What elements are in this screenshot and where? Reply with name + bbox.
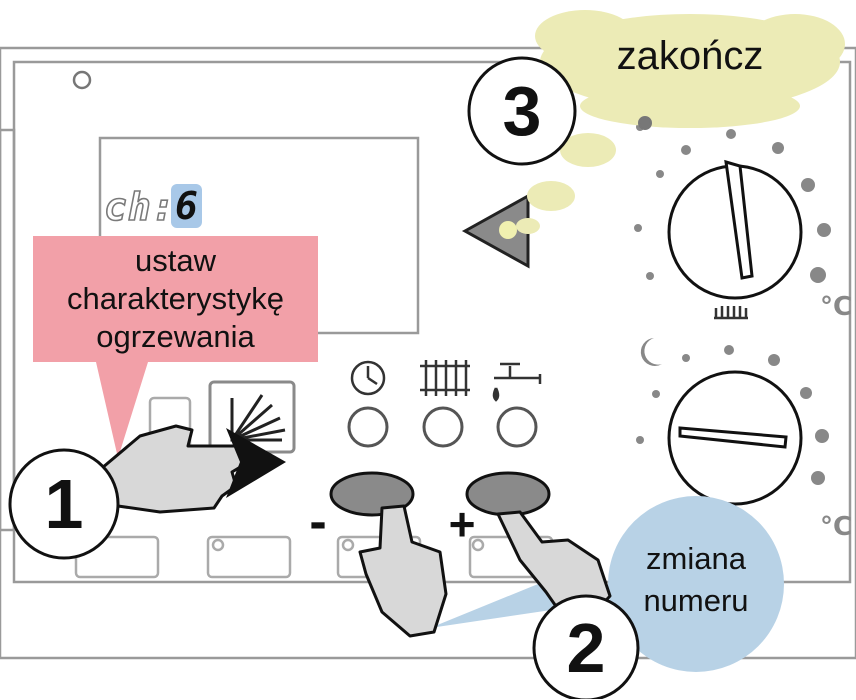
dial-unit-top: °C — [820, 292, 853, 322]
back-arrow-icon — [461, 193, 530, 269]
sun-icon — [638, 116, 652, 130]
panel-screw-hole — [72, 70, 92, 90]
step1-callout-bubble — [33, 236, 318, 458]
clock-icon — [350, 360, 386, 396]
step3-callout-text: zakończ — [616, 33, 764, 78]
lcd-value: 6 — [171, 184, 202, 228]
step1-number: 1 — [44, 465, 84, 543]
step2-number-circle — [532, 594, 640, 699]
radiator-small-icon — [714, 306, 748, 320]
step1-text-line-1: ustaw — [135, 243, 216, 278]
step3-number-circle — [467, 56, 577, 166]
step1-number-circle — [8, 448, 120, 560]
plus-label: + — [448, 498, 476, 550]
step2-callout-bubble — [608, 496, 784, 672]
step1-callout-text: ustaw charakterystykę ogrzewania — [33, 236, 318, 362]
step3-cloud-bubble — [516, 10, 845, 234]
dial-unit-bottom: °C — [820, 512, 853, 542]
step3-number: 3 — [502, 72, 542, 150]
dial-pointer-top — [724, 159, 754, 280]
dial-pointer-bottom — [678, 426, 788, 449]
back-arrow-led — [499, 221, 517, 239]
step1-text-line-3: ogrzewania — [96, 319, 255, 354]
dial-scale-dots-top — [634, 123, 831, 283]
moon-icon — [640, 338, 662, 366]
plus-pressing-hand — [496, 510, 612, 624]
mode-round-buttons — [347, 406, 538, 448]
step2-text-line-1: zmiana — [646, 541, 746, 576]
step2-number: 2 — [566, 609, 606, 687]
press-pointing-hand-icon — [100, 424, 254, 514]
step2-callout-text: zmiana numeru — [610, 530, 782, 630]
press-arrow-icon — [226, 428, 286, 498]
minus-button[interactable] — [329, 471, 415, 517]
step2-text-line-2: numeru — [643, 583, 749, 618]
tap-icon — [492, 362, 542, 402]
lcd-prefix: ch: — [103, 184, 176, 230]
characteristic-curves-icon — [230, 394, 286, 442]
step1-text-line-2: charakterystykę — [66, 281, 285, 316]
dial-scale-dots-bottom — [636, 345, 829, 485]
minus-label: - — [309, 493, 327, 551]
radiator-icon — [420, 360, 470, 396]
minus-pressing-hand — [358, 504, 448, 638]
